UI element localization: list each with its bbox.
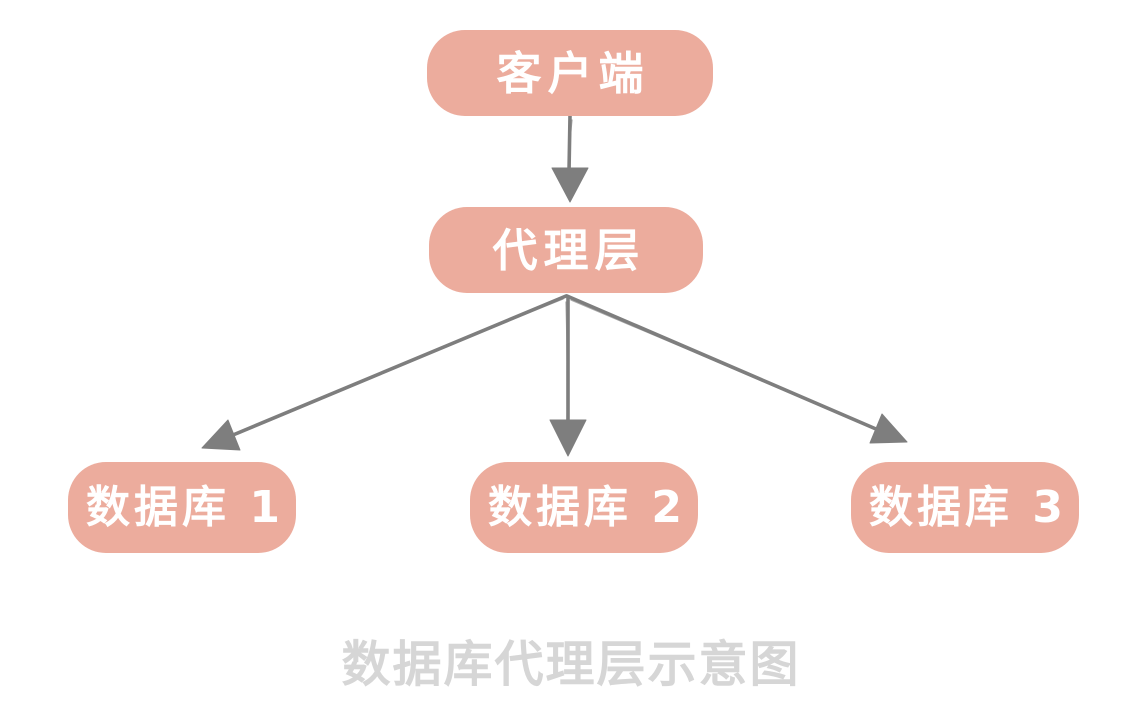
client-node: 客户端 (427, 30, 713, 116)
arrow-proxy-to-db2-icon (549, 295, 587, 457)
client-node-label: 客户端 (496, 46, 650, 100)
database-1-node: 数据库 1 (68, 462, 296, 553)
database-3-node-label: 数据库 3 (869, 481, 1067, 533)
proxy-layer-node: 代理层 (429, 207, 703, 293)
database-2-node-label: 数据库 2 (488, 481, 686, 533)
proxy-layer-node-label: 代理层 (492, 223, 646, 277)
database-1-node-label: 数据库 1 (86, 481, 284, 533)
arrow-proxy-to-db1-icon (201, 294, 568, 451)
database-3-node: 数据库 3 (851, 462, 1079, 553)
diagram-caption: 数据库代理层示意图 (341, 636, 801, 693)
arrow-client-to-proxy-icon (551, 114, 589, 203)
arrow-proxy-to-db3-icon (565, 294, 908, 444)
database-2-node: 数据库 2 (470, 462, 698, 553)
